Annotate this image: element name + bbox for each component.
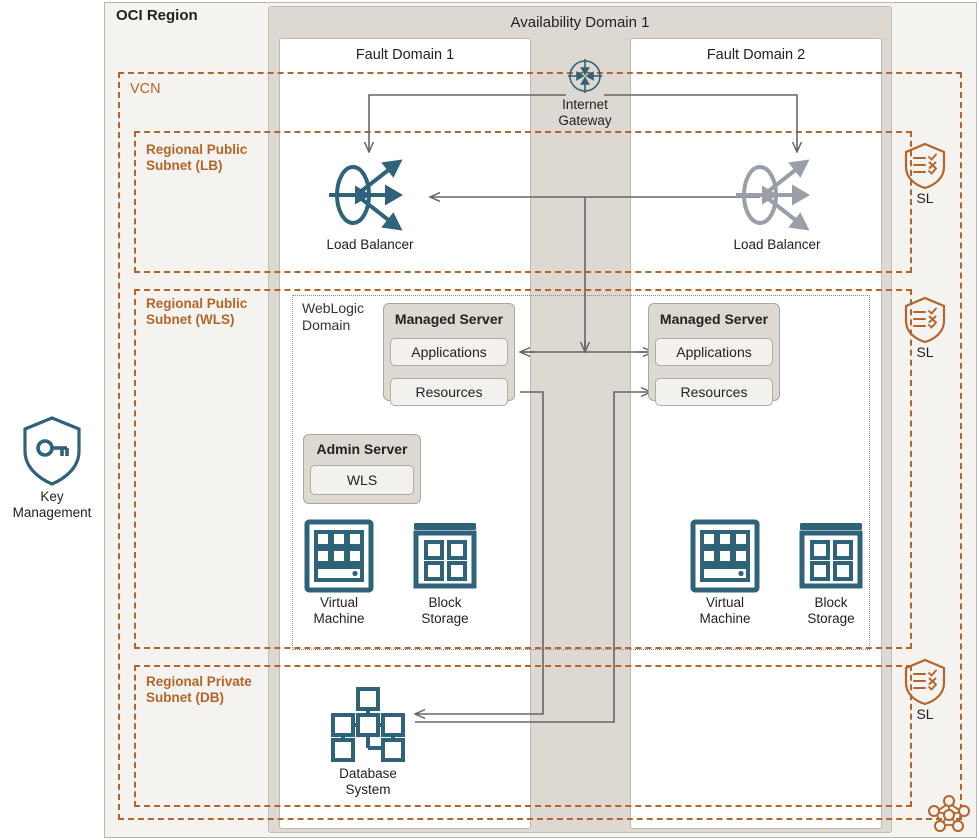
- admin-server-title: Admin Server: [316, 441, 408, 457]
- managed-server-fd2-applications[interactable]: Applications: [655, 338, 773, 366]
- security-list-db-label: SL: [916, 706, 934, 722]
- block-storage-fd1[interactable]: Block Storage: [403, 519, 487, 627]
- admin-server-wls[interactable]: WLS: [310, 465, 414, 495]
- fault-domain-2-label: Fault Domain 2: [706, 47, 806, 63]
- virtual-machine-fd1-label: Virtual Machine: [313, 595, 365, 626]
- load-balancer-icon: [329, 159, 403, 231]
- key-management[interactable]: Key Management: [2, 415, 102, 521]
- security-list-lb[interactable]: SL: [900, 142, 950, 206]
- key-shield-icon: [23, 416, 81, 486]
- load-balancer-icon: [736, 159, 810, 231]
- fault-domain-1-label: Fault Domain 1: [355, 47, 455, 63]
- security-list-shield-icon: [904, 296, 946, 344]
- block-storage-icon: [799, 523, 863, 589]
- block-storage-fd2[interactable]: Block Storage: [789, 519, 873, 627]
- security-list-shield-icon: [904, 658, 946, 706]
- security-list-wls-label: SL: [916, 344, 934, 360]
- database-system[interactable]: Database System: [325, 684, 411, 798]
- network-mesh[interactable]: [928, 795, 970, 833]
- security-list-shield-icon: [904, 142, 946, 190]
- virtual-machine-fd2[interactable]: Virtual Machine: [683, 519, 767, 627]
- virtual-machine-icon: [690, 519, 760, 593]
- load-balancer-fd2[interactable]: Load Balancer: [727, 155, 827, 253]
- database-system-label: Database System: [339, 766, 397, 797]
- subnet-db-label: Regional Private Subnet (DB): [146, 674, 252, 705]
- internet-gateway-icon: [568, 59, 602, 93]
- availability-domain-label: Availability Domain 1: [510, 14, 650, 31]
- load-balancer-fd2-label: Load Balancer: [733, 237, 821, 252]
- managed-server-fd2-title: Managed Server: [659, 311, 769, 327]
- virtual-machine-fd2-label: Virtual Machine: [699, 595, 751, 626]
- weblogic-domain-label: WebLogic Domain: [302, 300, 365, 333]
- managed-server-fd1-title: Managed Server: [394, 311, 504, 327]
- managed-server-fd1-resources[interactable]: Resources: [390, 378, 508, 406]
- security-list-db[interactable]: SL: [900, 658, 950, 722]
- virtual-machine-fd1[interactable]: Virtual Machine: [297, 519, 381, 627]
- security-list-wls[interactable]: SL: [900, 296, 950, 360]
- managed-server-fd2-resources[interactable]: Resources: [655, 378, 773, 406]
- block-storage-fd1-label: Block Storage: [421, 595, 469, 626]
- subnet-lb-label: Regional Public Subnet (LB): [146, 142, 248, 173]
- managed-server-fd1-applications[interactable]: Applications: [390, 338, 508, 366]
- database-system-icon: [331, 687, 405, 762]
- block-storage-fd2-label: Block Storage: [807, 595, 855, 626]
- subnet-wls-label: Regional Public Subnet (WLS): [146, 296, 248, 327]
- vcn-label: VCN: [130, 81, 161, 97]
- load-balancer-fd1-label: Load Balancer: [326, 237, 414, 252]
- load-balancer-fd1[interactable]: Load Balancer: [320, 155, 420, 253]
- internet-gateway[interactable]: Internet Gateway: [551, 57, 619, 129]
- internet-gateway-label: Internet Gateway: [558, 97, 612, 128]
- vcn-container: [118, 72, 962, 820]
- network-mesh-icon: [928, 795, 970, 832]
- oci-region-label: OCI Region: [116, 7, 198, 24]
- block-storage-icon: [413, 523, 477, 589]
- security-list-lb-label: SL: [916, 190, 934, 206]
- key-management-label: Key Management: [12, 489, 92, 520]
- virtual-machine-icon: [304, 519, 374, 593]
